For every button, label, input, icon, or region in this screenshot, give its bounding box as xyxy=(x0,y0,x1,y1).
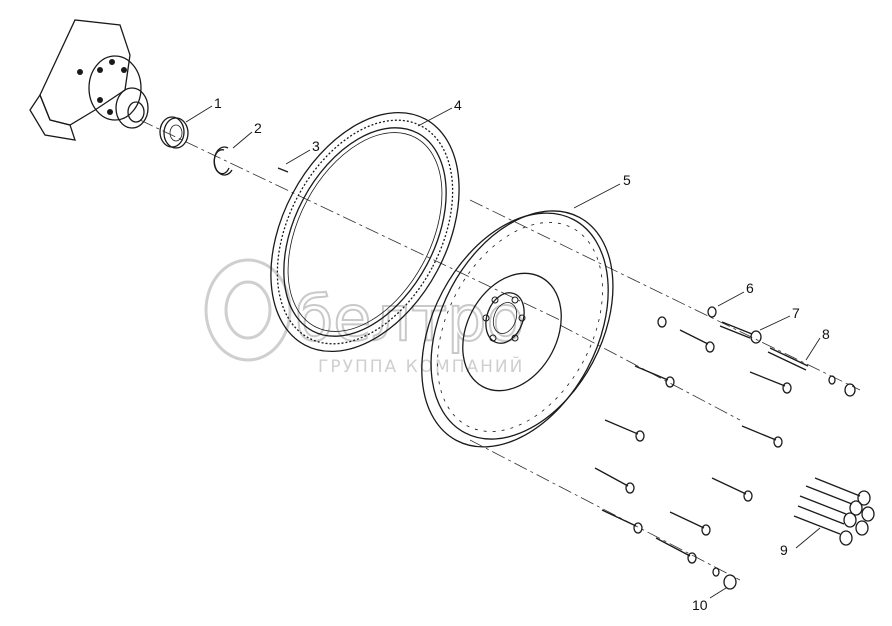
part-7-bolt xyxy=(679,321,762,353)
callout-5: 5 xyxy=(623,172,631,188)
part-9-bolt-bundle xyxy=(793,477,875,546)
callout-2: 2 xyxy=(254,120,262,136)
part-2-snap-ring xyxy=(213,146,233,176)
part-1-bearing xyxy=(159,116,189,149)
callout-10: 10 xyxy=(692,597,708,613)
callout-4: 4 xyxy=(454,97,462,113)
callout-3: 3 xyxy=(312,138,320,154)
watermark: белтро ГРУППА КОМПАНИЙ xyxy=(204,258,525,377)
crankshaft-end xyxy=(29,19,149,141)
callout-7: 7 xyxy=(792,305,800,321)
fasteners xyxy=(594,306,875,590)
part-4-ring-gear xyxy=(270,111,460,353)
part-6-washer xyxy=(657,306,717,328)
part-3-dowel-pin xyxy=(277,167,289,173)
part-8-stud xyxy=(767,347,856,397)
part-5-flywheel xyxy=(421,210,614,448)
watermark-subtitle: ГРУППА КОМПАНИЙ xyxy=(318,355,524,377)
part-10-nut xyxy=(712,567,737,590)
watermark-brand: белтро xyxy=(295,282,524,355)
callout-9: 9 xyxy=(780,542,788,558)
callout-1: 1 xyxy=(214,95,222,111)
callout-6: 6 xyxy=(746,280,754,296)
leader-lines xyxy=(185,105,821,599)
callout-labels: 1 2 3 4 5 6 7 8 9 10 xyxy=(214,95,830,613)
bolt-set-middle xyxy=(594,365,792,564)
callout-8: 8 xyxy=(822,326,830,342)
